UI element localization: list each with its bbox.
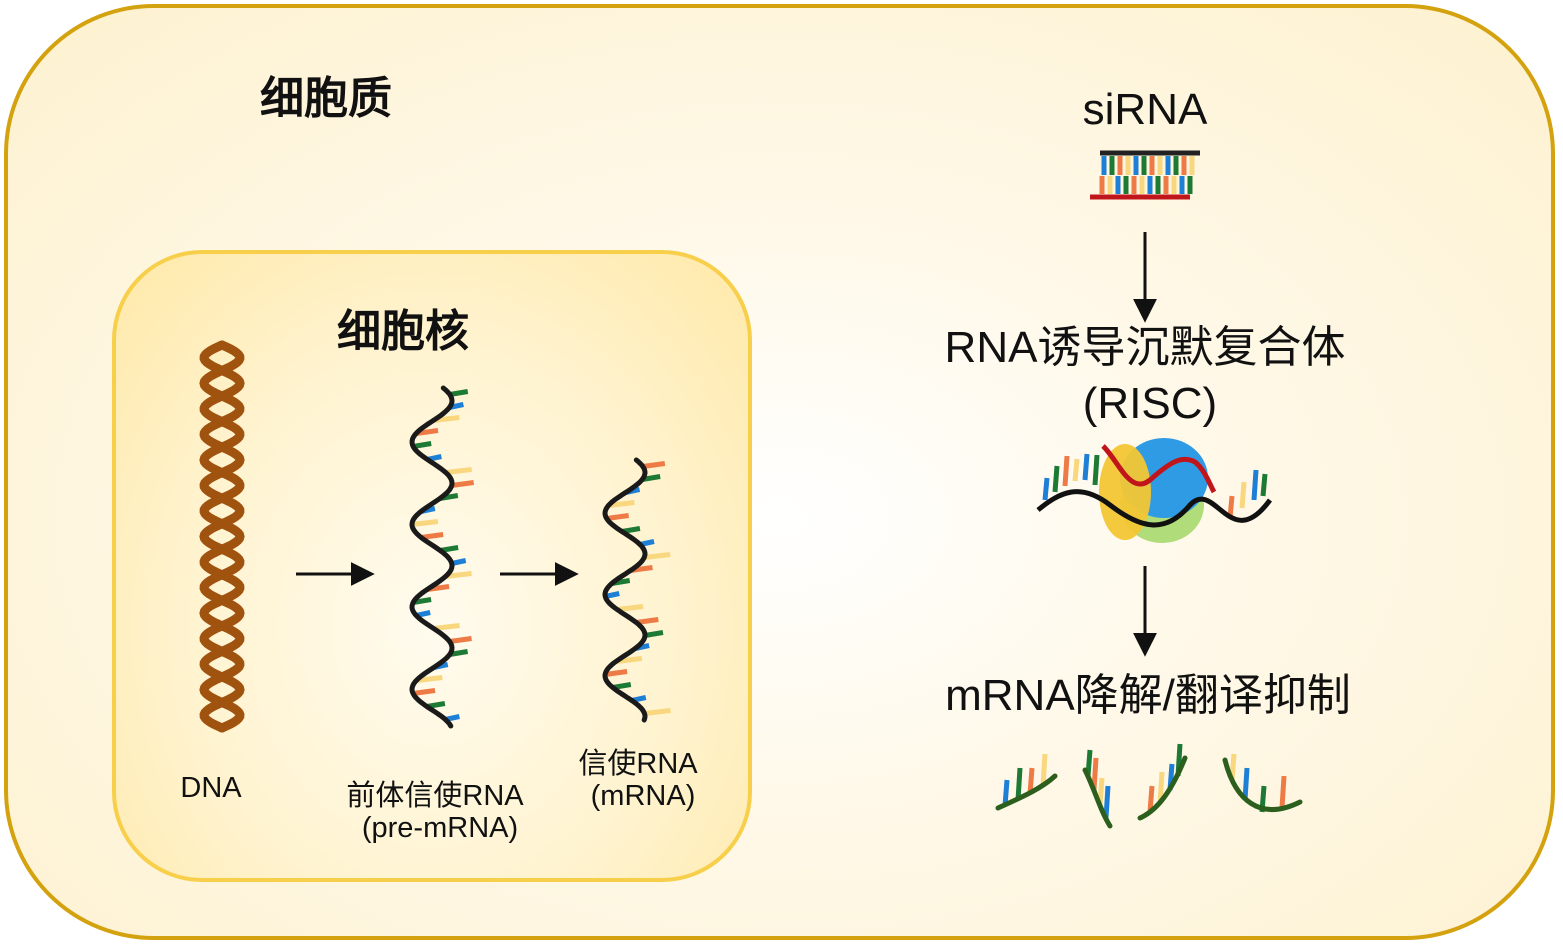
outcome-label: mRNA降解/翻译抑制 (945, 671, 1351, 720)
dna-label: DNA (180, 772, 242, 804)
sirna-label: siRNA (1082, 85, 1208, 134)
pre-mrna-abbrev-label: (pre-mRNA) (361, 812, 519, 844)
risc-abbrev-label: (RISC) (1082, 379, 1218, 428)
mrna-abbrev-label: (mRNA) (590, 780, 696, 812)
risc-label: RNA诱导沉默复合体 (944, 323, 1346, 372)
mrna-label: 信使RNA (578, 748, 698, 780)
pre-mrna-label: 前体信使RNA (346, 780, 524, 812)
cytoplasm-label: 细胞质 (260, 74, 392, 123)
nucleus-label: 细胞核 (337, 307, 469, 356)
